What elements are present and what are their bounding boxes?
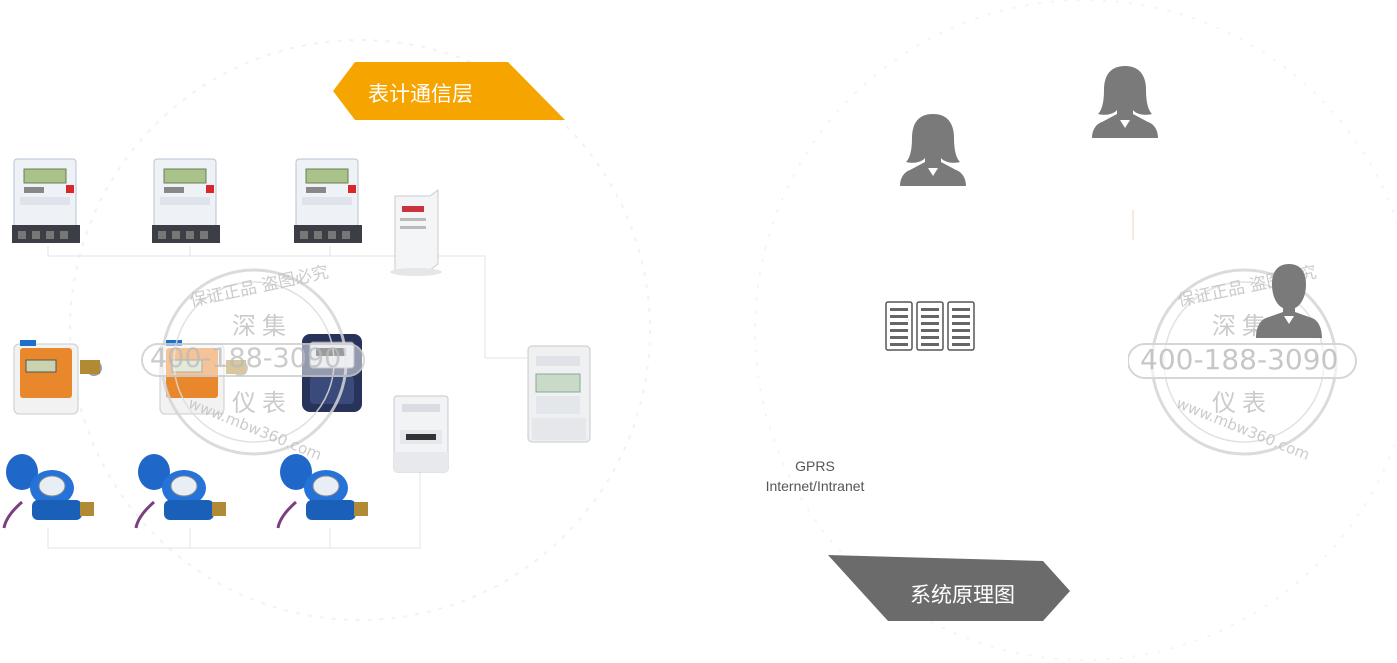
watermark-left-name-bottom: 仪表 [232,389,292,417]
system-diagram-banner: 系统原理图 [828,555,1073,623]
collector-module [393,395,449,473]
network-label-internet: Internet/Intranet [765,478,865,494]
watermark-left [141,268,365,456]
network-label: GPRS Internet/Intranet [745,456,885,496]
user-female-icon [900,114,966,186]
terminal-device [527,345,591,443]
concentrator-cabinet [390,189,442,276]
watermark-right-name-bottom: 仪表 [1212,389,1272,417]
user-female-icon-2 [1092,66,1158,138]
watermark-right [1128,268,1357,456]
electric-meter-3 [294,158,362,243]
meter-layer-title: 表计通信层 [368,82,473,106]
user-male-icon [1256,264,1322,338]
water-meter-1 [2,454,94,529]
water-meter-2 [134,454,226,529]
meter-layer-banner: 表计通信层 [333,62,568,122]
banner-shape [828,555,1070,621]
water-meter-3 [276,454,368,529]
watermark-left-name-top: 深集 [232,312,292,340]
system-diagram-title: 系统原理图 [910,583,1015,607]
server-rack-icon [885,301,975,351]
watermark-right-phone: 400-188-3090 [1140,343,1339,376]
banner-shape [333,62,565,120]
heat-meter-1 [13,340,102,415]
electric-meter-2 [152,158,220,243]
network-label-gprs: GPRS [795,458,835,474]
watermark-left-phone: 400-188-3090 [150,343,342,374]
electric-meter-1 [12,158,80,243]
